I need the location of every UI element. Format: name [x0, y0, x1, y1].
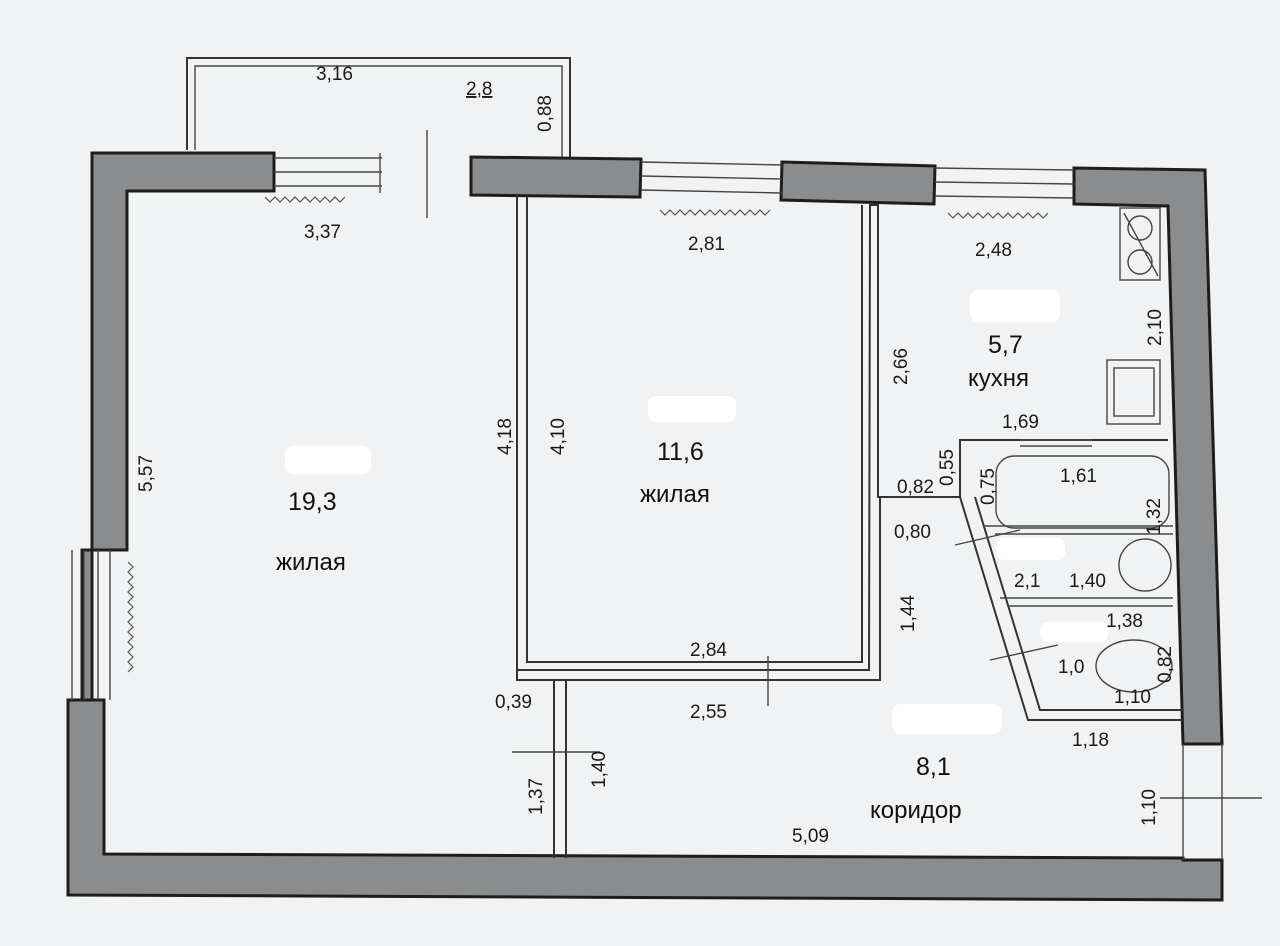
- bathtub-icon: [995, 455, 1170, 529]
- dim-corridor-side-top: 0,55: [937, 449, 958, 486]
- windows: [71, 130, 1075, 700]
- redacted-label: [997, 538, 1065, 560]
- dim-toilet-width: 1,38: [1106, 611, 1143, 632]
- room-area-living-large: 19,3: [288, 488, 337, 516]
- redacted-label: [970, 290, 1060, 322]
- dim-balcony-length: 3,16: [316, 64, 353, 85]
- dim-corridor-top: 2,55: [690, 702, 727, 723]
- room-name-living-small: жилая: [640, 481, 710, 508]
- radiators: [127, 196, 1049, 673]
- dim-toilet-bottom: 1,10: [1114, 687, 1151, 708]
- redacted-label: [285, 446, 371, 474]
- dim-corridor-side-width: 0,82: [897, 477, 934, 498]
- washbasin-icon: [1118, 538, 1172, 592]
- dim-corridor-left-h1: 1,37: [526, 778, 547, 815]
- dim-corridor-nook-height: 1,44: [898, 595, 919, 632]
- room-area-bathroom: 2,1: [1014, 571, 1040, 592]
- room-area-kitchen: 5,7: [988, 331, 1023, 359]
- dim-living-small-bottom: 2,84: [690, 640, 727, 661]
- dim-toilet-depth: 0,82: [1155, 646, 1176, 683]
- dim-living-small-left-inner: 4,10: [548, 418, 569, 455]
- room-area-toilet: 1,0: [1058, 657, 1084, 678]
- room-area-living-small: 11,6: [657, 438, 704, 466]
- room-name-kitchen: кухня: [968, 365, 1029, 392]
- room-name-living-large: жилая: [276, 549, 346, 576]
- dim-bath-width: 1,61: [1060, 466, 1097, 487]
- dim-kitchen-right: 2,10: [1145, 309, 1166, 346]
- redacted-label: [892, 704, 1002, 734]
- dim-balcony-depth: 0,88: [535, 95, 556, 132]
- redacted-label: [648, 396, 736, 422]
- dim-balcony-area: 2,8: [466, 79, 492, 100]
- dim-bath-depth: 1,32: [1144, 498, 1165, 535]
- balcony: [186, 57, 571, 160]
- partitions: [512, 195, 1262, 860]
- dim-living-large-length: 5,57: [136, 455, 157, 492]
- room-name-corridor: коридор: [870, 797, 962, 824]
- dim-corridor-left-width: 0,39: [495, 692, 532, 713]
- dim-kitchen-width: 2,48: [975, 240, 1012, 261]
- dim-bath-tub-width: 0,75: [978, 468, 999, 505]
- dim-corridor-nook-width: 0,80: [894, 522, 931, 543]
- room-area-corridor: 8,1: [916, 753, 951, 781]
- toilet-icon: [1095, 639, 1173, 693]
- dim-living-large-width: 3,37: [304, 222, 341, 243]
- redacted-label: [1040, 622, 1108, 642]
- dim-corridor-right-width: 1,18: [1072, 730, 1109, 751]
- dim-living-small-left-outer: 4,18: [495, 418, 516, 455]
- dim-kitchen-left: 2,66: [891, 348, 912, 385]
- dim-kitchen-bottom: 1,69: [1002, 412, 1039, 433]
- dim-entrance-door: 1,10: [1139, 789, 1160, 826]
- stove-icon: [1119, 207, 1161, 281]
- fixtures: [995, 207, 1173, 693]
- sink-icon: [1106, 359, 1161, 425]
- dim-corridor-length: 5,09: [792, 826, 829, 847]
- dim-living-small-top: 2,81: [688, 234, 725, 255]
- dim-bath-bottom: 1,40: [1069, 571, 1106, 592]
- dim-corridor-left-h2: 1,40: [589, 751, 610, 788]
